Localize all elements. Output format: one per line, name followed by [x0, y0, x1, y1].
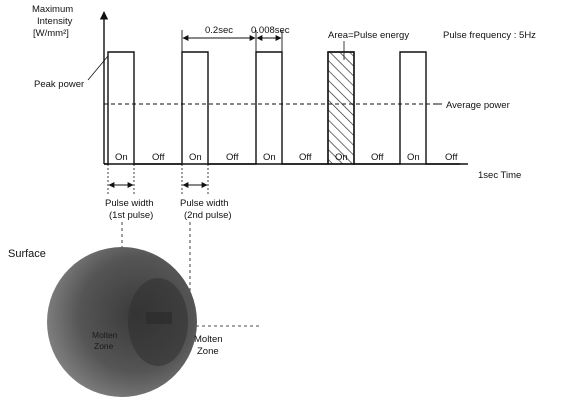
pulse-width-1-label-line-2: (1st pulse) [109, 210, 153, 221]
pulse-width-2-label-line-1: Pulse width [180, 198, 229, 209]
y-axis-label-line-3: [W/mm²] [33, 28, 69, 39]
pulse-state-label-10: Off [445, 152, 458, 163]
pulse-width-1-label-line-1: Pulse width [105, 198, 154, 209]
molten-zone-highlight [146, 312, 172, 324]
molten-zone-inner-line-1: Molten [92, 330, 118, 340]
pulse-width-2-label-line-2: (2nd pulse) [184, 210, 232, 221]
pulse-state-label-5: On [263, 152, 276, 163]
pulse-state-label-9: On [407, 152, 420, 163]
period-label: 0.2sec [205, 25, 233, 36]
pulse-state-label-4: Off [226, 152, 239, 163]
y-axis-label-line-2: Intensity [37, 16, 73, 27]
y-axis-label-line-1: Maximum [32, 4, 73, 15]
average-power-label: Average power [446, 100, 510, 111]
molten-zone-outer-line-2: Zone [197, 346, 219, 357]
peak-power-pointer [87, 55, 109, 81]
pulse-state-label-8: Off [371, 152, 384, 163]
pulse-state-label-6: Off [299, 152, 312, 163]
on-off-labels: On Off On Off On Off On Off On Off [115, 152, 458, 163]
surface-label: Surface [8, 248, 46, 260]
pulse-energy-area [327, 51, 355, 165]
pulse-state-label-1: On [115, 152, 128, 163]
molten-zone-inner-line-2: Zone [94, 341, 114, 351]
pulse-state-label-2: Off [152, 152, 165, 163]
area-label: Area=Pulse energy [328, 30, 409, 41]
pulse-waveform [104, 51, 460, 165]
molten-zone-outer-line-1: Molten [194, 334, 223, 345]
pulse-frequency-label: Pulse frequency : 5Hz [443, 30, 536, 41]
pulse-duration-label: 0.008sec [251, 25, 290, 36]
x-axis-label: 1sec Time [478, 170, 521, 181]
pulse-state-label-7: On [335, 152, 348, 163]
pulse-state-label-3: On [189, 152, 202, 163]
peak-power-label: Peak power [34, 79, 84, 90]
